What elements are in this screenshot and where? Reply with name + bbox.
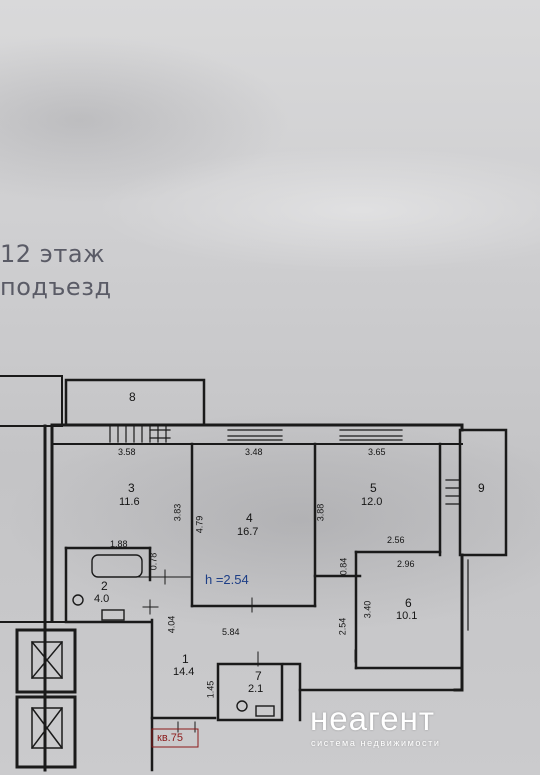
dim-room4-depth: 4.79 xyxy=(194,515,205,534)
room-7-area: 2.1 xyxy=(248,683,264,695)
dim-room6-depth: 3.40 xyxy=(362,600,373,619)
dim-bath-width: 1.88 xyxy=(110,539,128,549)
room-2-number: 2 xyxy=(101,579,108,593)
room-3-area: 11.6 xyxy=(119,496,140,508)
room-1-area: 14.4 xyxy=(173,666,195,678)
dim-room5-lower: 2.56 xyxy=(387,535,405,545)
dim-hall-width: 5.84 xyxy=(222,627,240,637)
dim-room3-depth: 3.83 xyxy=(172,503,183,522)
room-3-number: 3 xyxy=(128,481,135,495)
dim-room5-width: 3.65 xyxy=(368,447,386,457)
room-4-number: 4 xyxy=(246,511,253,525)
watermark-logo: неагент xyxy=(310,700,435,737)
dim-toilet-gap: 1.45 xyxy=(205,680,216,699)
apartment-number: кв.75 xyxy=(157,732,183,744)
dim-room5-depth: 3.88 xyxy=(315,503,326,522)
room-7-number: 7 xyxy=(255,669,262,683)
dim-room3-width: 3.58 xyxy=(118,447,136,457)
room-8-number: 8 xyxy=(129,390,136,404)
room-6-number: 6 xyxy=(405,596,412,610)
room-9-number: 9 xyxy=(478,481,485,495)
room-2-area: 4.0 xyxy=(94,593,110,605)
dim-step: 0.84 xyxy=(338,557,349,576)
dim-hall-depth: 4.04 xyxy=(166,615,177,634)
floor-heading: 12 этаж xyxy=(0,240,106,268)
room-6-area: 10.1 xyxy=(396,610,418,622)
entrance-heading: подъезд xyxy=(0,273,112,301)
room-4-area: 16.7 xyxy=(237,526,259,538)
room-5-number: 5 xyxy=(370,481,377,495)
watermark-tagline: система недвижимости xyxy=(311,738,441,748)
room-1-number: 1 xyxy=(182,652,189,666)
dim-room4-width: 3.48 xyxy=(245,447,263,457)
ceiling-height-label: h =2.54 xyxy=(205,572,249,587)
dim-hall-right: 2.54 xyxy=(337,617,348,636)
dim-room6-width: 2.96 xyxy=(397,559,415,569)
room-5-area: 12.0 xyxy=(361,496,383,508)
dim-bath-gap: 0.78 xyxy=(148,552,159,571)
